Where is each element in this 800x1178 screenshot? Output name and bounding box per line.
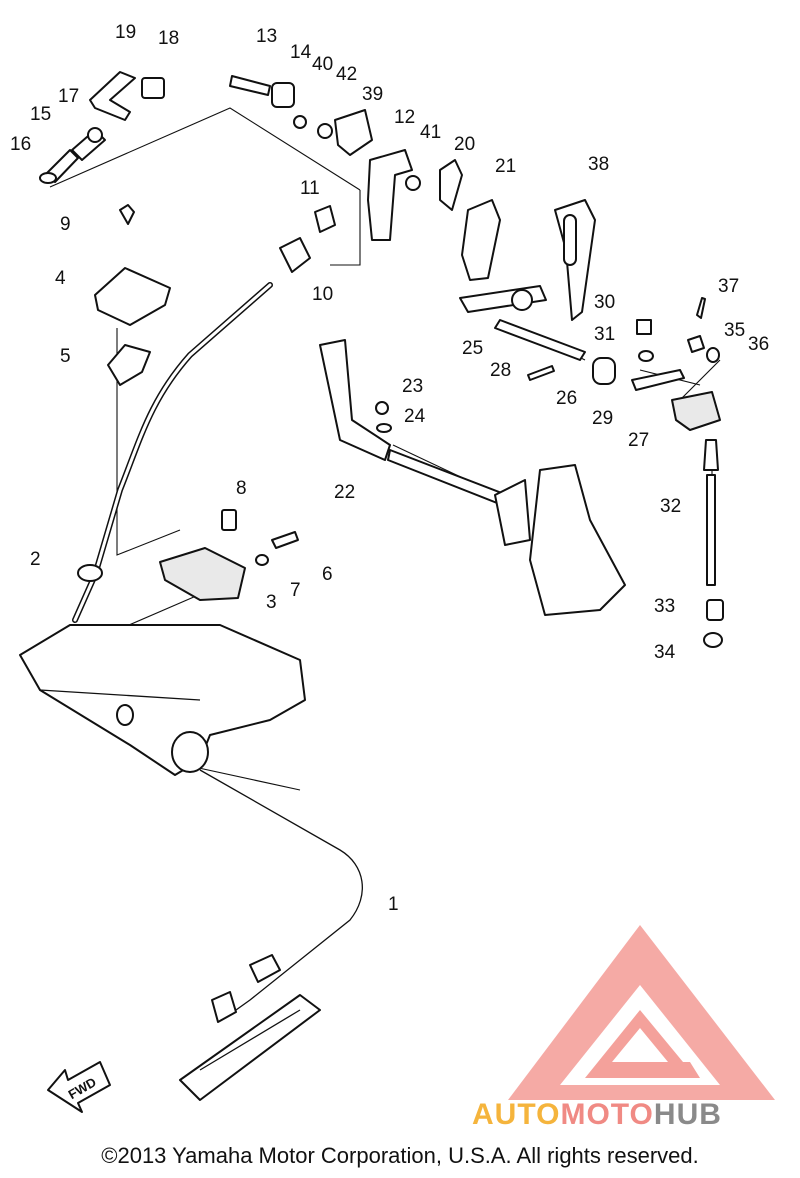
steering-handle-housing (19, 624, 306, 776)
callout-32: 32 (660, 496, 681, 517)
svg-text:AUTOMOTOHUB: AUTOMOTOHUB (472, 1098, 722, 1131)
callout-11: 11 (300, 178, 320, 199)
callout-21: 21 (495, 156, 516, 177)
cable-guide-group (279, 205, 336, 273)
copyright-notice: ©2013 Yamaha Motor Corporation, U.S.A. A… (101, 1143, 699, 1168)
callout-4: 4 (55, 268, 66, 289)
callout-3: 3 (266, 592, 277, 613)
lever-22-and-lower-unit (319, 339, 626, 616)
callout-34: 34 (654, 642, 676, 663)
callout-33: 33 (654, 596, 675, 617)
callout-8: 8 (236, 478, 247, 499)
callout-2: 2 (30, 549, 41, 570)
small-parts-group (375, 297, 721, 433)
callout-1: 1 (388, 894, 399, 915)
callout-22: 22 (334, 482, 355, 503)
callout-25: 25 (462, 338, 483, 359)
callout-9: 9 (60, 214, 71, 235)
callout-20: 20 (454, 134, 475, 155)
callout-37: 37 (718, 276, 739, 297)
callout-12: 12 (394, 107, 415, 128)
lower-cable (199, 769, 363, 1023)
callout-5: 5 (60, 346, 71, 367)
shift-rod-assembly (39, 71, 165, 184)
callout-6: 6 (322, 564, 333, 585)
callout-labels: 1 2 3 4 5 6 7 8 9 10 11 12 13 14 15 16 1… (10, 22, 769, 915)
callout-38: 38 (588, 154, 609, 175)
callout-39: 39 (362, 84, 383, 105)
callout-16: 16 (10, 134, 31, 155)
mount-plate-group (159, 509, 299, 601)
callout-15: 15 (30, 104, 51, 125)
watermark-logo: AUTOMOTOHUB (472, 925, 775, 1131)
callout-42: 42 (336, 64, 357, 85)
callout-23: 23 (402, 376, 423, 397)
callout-30: 30 (594, 292, 615, 313)
watermark-moto: MOTO (560, 1098, 653, 1131)
callout-40: 40 (312, 54, 333, 75)
callout-31: 31 (594, 324, 615, 345)
callout-10: 10 (312, 284, 333, 305)
watermark-g-shape (585, 1010, 700, 1078)
fwd-arrow-icon: FWD (47, 1061, 111, 1113)
upper-bracket-group (229, 75, 421, 241)
callout-14: 14 (290, 42, 312, 63)
lower-bracket (179, 994, 321, 1101)
shift-rod-32 (703, 439, 724, 648)
callout-29: 29 (592, 408, 613, 429)
callout-24: 24 (404, 406, 426, 427)
callout-13: 13 (256, 26, 277, 47)
callout-36: 36 (748, 334, 769, 355)
watermark-hub: HUB (654, 1098, 722, 1131)
callout-7: 7 (290, 580, 301, 601)
watermark-auto: AUTO (472, 1098, 560, 1131)
callout-19: 19 (115, 22, 136, 43)
callout-17: 17 (58, 86, 79, 107)
clamp-group (94, 204, 171, 386)
throttle-cable (72, 282, 273, 623)
callout-41: 41 (420, 122, 441, 143)
callout-18: 18 (158, 28, 179, 49)
callout-26: 26 (556, 388, 577, 409)
callout-28: 28 (490, 360, 511, 381)
callout-27: 27 (628, 430, 649, 451)
callout-35: 35 (724, 320, 745, 341)
shift-lever-group (439, 159, 596, 361)
